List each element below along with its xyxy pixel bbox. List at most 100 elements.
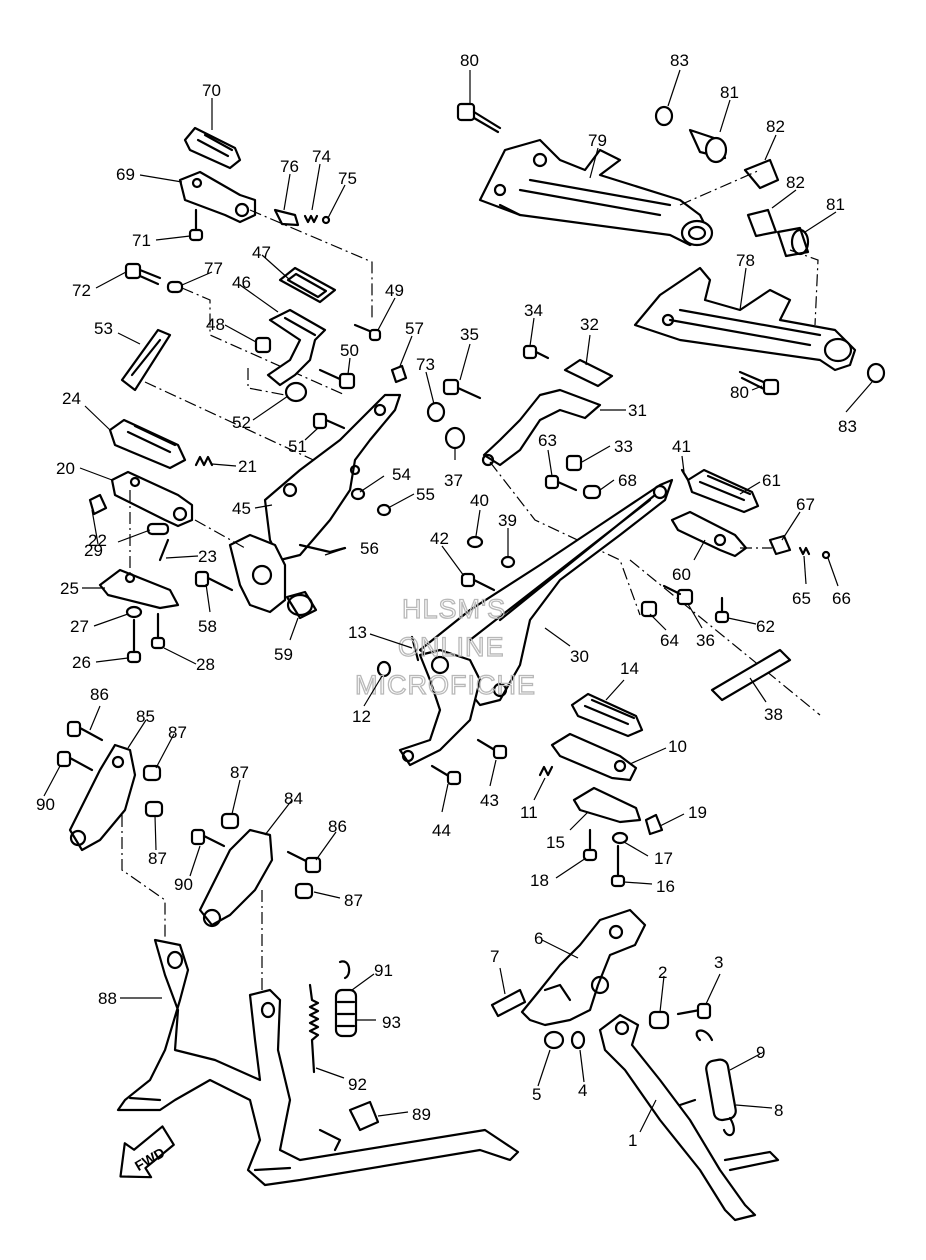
bolt-42 bbox=[460, 572, 496, 592]
callout-31: 31 bbox=[628, 401, 647, 420]
callout-77: 77 bbox=[204, 259, 223, 278]
callout-87d: 87 bbox=[344, 891, 363, 910]
bolt-90-right bbox=[190, 828, 226, 848]
callout-81a: 81 bbox=[720, 83, 739, 102]
callout-83a: 83 bbox=[670, 51, 689, 70]
callout-11: 11 bbox=[520, 803, 538, 822]
collar-52 bbox=[284, 381, 308, 403]
callout-47: 47 bbox=[252, 243, 271, 262]
callout-3: 3 bbox=[714, 953, 723, 972]
leader-lines bbox=[43, 69, 873, 1133]
footrest-plate-15 bbox=[572, 786, 642, 824]
callout-30: 30 bbox=[570, 647, 589, 666]
footpeg-guard-38 bbox=[710, 648, 792, 702]
spring-74 bbox=[303, 214, 319, 224]
footrest-rubber-61 bbox=[686, 468, 760, 514]
bolt-34 bbox=[522, 344, 550, 360]
washer-4 bbox=[570, 1030, 586, 1050]
footrest-rubber-24 bbox=[108, 418, 187, 470]
bolt-50 bbox=[318, 368, 356, 390]
callout-81b: 81 bbox=[826, 195, 845, 214]
bolt-86-right bbox=[286, 850, 322, 874]
callout-51: 51 bbox=[288, 437, 307, 456]
callout-20: 20 bbox=[56, 459, 75, 478]
callout-73: 73 bbox=[416, 355, 435, 374]
callout-58: 58 bbox=[198, 617, 217, 636]
footrest-69 bbox=[178, 170, 257, 224]
collar-68 bbox=[582, 484, 602, 500]
nut-64 bbox=[640, 600, 658, 618]
bushing-82-bottom bbox=[746, 208, 778, 238]
callout-27: 27 bbox=[70, 617, 89, 636]
callout-45: 45 bbox=[232, 499, 251, 518]
nut-87-a bbox=[142, 764, 162, 782]
callout-85: 85 bbox=[136, 707, 155, 726]
callout-67: 67 bbox=[796, 495, 815, 514]
rubber-29 bbox=[88, 493, 108, 516]
side-stand-bracket-6 bbox=[520, 908, 647, 1027]
bolt-62 bbox=[714, 596, 730, 624]
bolt-86-left bbox=[66, 720, 104, 742]
callout-38: 38 bbox=[764, 705, 783, 724]
footrest-rubber-70 bbox=[183, 126, 242, 170]
pin-22 bbox=[146, 522, 170, 536]
callout-90b: 90 bbox=[174, 875, 193, 894]
bolt-44 bbox=[430, 764, 462, 786]
callout-80b: 80 bbox=[730, 383, 749, 402]
callout-17: 17 bbox=[654, 849, 673, 868]
callout-10: 10 bbox=[668, 737, 687, 756]
spring-93 bbox=[334, 960, 358, 1038]
callout-92: 92 bbox=[348, 1075, 367, 1094]
callout-29: 29 bbox=[84, 541, 103, 560]
callout-21: 21 bbox=[238, 457, 257, 476]
callout-13: 13 bbox=[348, 623, 367, 642]
callout-75: 75 bbox=[338, 169, 357, 188]
callout-70: 70 bbox=[202, 81, 221, 100]
callouts: 80 83 81 82 79 82 81 78 80 83 70 69 76 7… bbox=[36, 51, 857, 1150]
fwd-arrow: FWD bbox=[119, 1125, 175, 1179]
callout-83b: 83 bbox=[838, 417, 857, 436]
plate-47 bbox=[278, 266, 337, 304]
callout-23: 23 bbox=[198, 547, 217, 566]
watermark-line-2: ONLINE bbox=[398, 632, 505, 662]
callout-34: 34 bbox=[524, 301, 543, 320]
callout-24: 24 bbox=[62, 389, 81, 408]
watermark-line-1: HLSM'S bbox=[402, 594, 506, 624]
callout-68: 68 bbox=[618, 471, 637, 490]
nut-5 bbox=[543, 1030, 565, 1050]
rubber-19 bbox=[644, 813, 664, 836]
callout-22: 22 bbox=[88, 531, 107, 550]
callout-72: 72 bbox=[72, 281, 91, 300]
washer-83-bottom bbox=[866, 362, 886, 384]
callout-9: 9 bbox=[756, 1043, 765, 1062]
stopper-89 bbox=[348, 1100, 380, 1132]
callout-65: 65 bbox=[792, 589, 811, 608]
callout-88: 88 bbox=[98, 989, 117, 1008]
bolt-63 bbox=[544, 474, 578, 492]
callout-35: 35 bbox=[460, 325, 479, 344]
callout-26: 26 bbox=[72, 653, 91, 672]
callout-87a: 87 bbox=[168, 723, 187, 742]
callout-41: 41 bbox=[672, 437, 691, 456]
bolt-35 bbox=[442, 378, 482, 400]
callout-63: 63 bbox=[538, 431, 557, 450]
callout-14: 14 bbox=[620, 659, 639, 678]
bolt-18 bbox=[582, 828, 598, 862]
spring-92 bbox=[308, 983, 320, 1074]
footrest-rubber-14 bbox=[570, 692, 644, 738]
callout-4: 4 bbox=[578, 1081, 587, 1100]
callout-60: 60 bbox=[672, 565, 691, 584]
plate-7 bbox=[490, 988, 527, 1018]
spring-21 bbox=[194, 455, 214, 467]
cover-32 bbox=[563, 358, 614, 388]
bracket-45-lower bbox=[228, 533, 287, 614]
callout-40: 40 bbox=[470, 491, 489, 510]
bolt-3 bbox=[676, 1002, 712, 1020]
callout-89: 89 bbox=[412, 1105, 431, 1124]
bolt-80-bottom bbox=[738, 370, 780, 396]
callout-86a: 86 bbox=[90, 685, 109, 704]
callout-90a: 90 bbox=[36, 795, 55, 814]
bracket-84 bbox=[198, 828, 274, 928]
bolt-51 bbox=[312, 412, 346, 430]
